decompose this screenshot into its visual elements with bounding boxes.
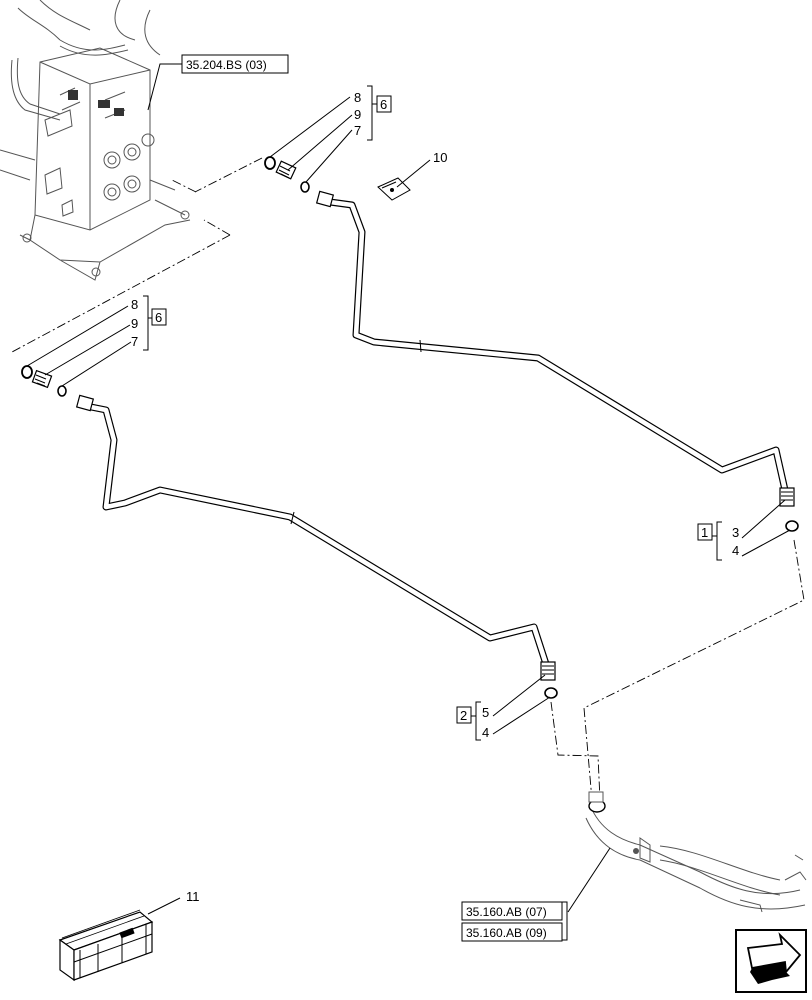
lower-pipe (75, 394, 558, 699)
right-item-3-label[interactable]: 3 (732, 525, 739, 540)
upper-item-9-label[interactable]: 9 (354, 107, 361, 122)
lower-fitting-kit (21, 365, 67, 397)
lower-item-8-label[interactable]: 8 (131, 297, 138, 312)
valve-block-ref-label[interactable]: 35.204.BS (03) (186, 58, 267, 72)
upper-fitting-kit (264, 156, 310, 193)
clip-part (377, 177, 411, 201)
hose-assembly-illustration (585, 791, 807, 913)
hose-ref-2-label[interactable]: 35.160.AB (09) (466, 926, 547, 940)
right-kit-label[interactable]: 1 (701, 525, 708, 540)
bottom-item-4-label[interactable]: 4 (482, 725, 489, 740)
hose-ref-1-label[interactable]: 35.160.AB (07) (466, 905, 547, 919)
lower-item-9-label[interactable]: 9 (131, 316, 138, 331)
bottom-kit-label[interactable]: 2 (460, 708, 467, 723)
lower-kit-label[interactable]: 6 (155, 310, 162, 325)
right-item-4-label[interactable]: 4 (732, 543, 739, 558)
next-page-arrow-icon[interactable] (735, 929, 807, 993)
valve-block-illustration (0, 0, 191, 281)
upper-kit-label[interactable]: 6 (380, 97, 387, 112)
item-11-label[interactable]: 11 (186, 889, 200, 904)
bottom-item-5-label[interactable]: 5 (482, 705, 489, 720)
upper-item-7-label[interactable]: 7 (354, 123, 361, 138)
upper-pipe (315, 190, 799, 532)
lower-item-7-label[interactable]: 7 (131, 334, 138, 349)
item-10-label[interactable]: 10 (433, 150, 447, 165)
shipping-crate-icon (58, 909, 154, 982)
upper-item-8-label[interactable]: 8 (354, 90, 361, 105)
